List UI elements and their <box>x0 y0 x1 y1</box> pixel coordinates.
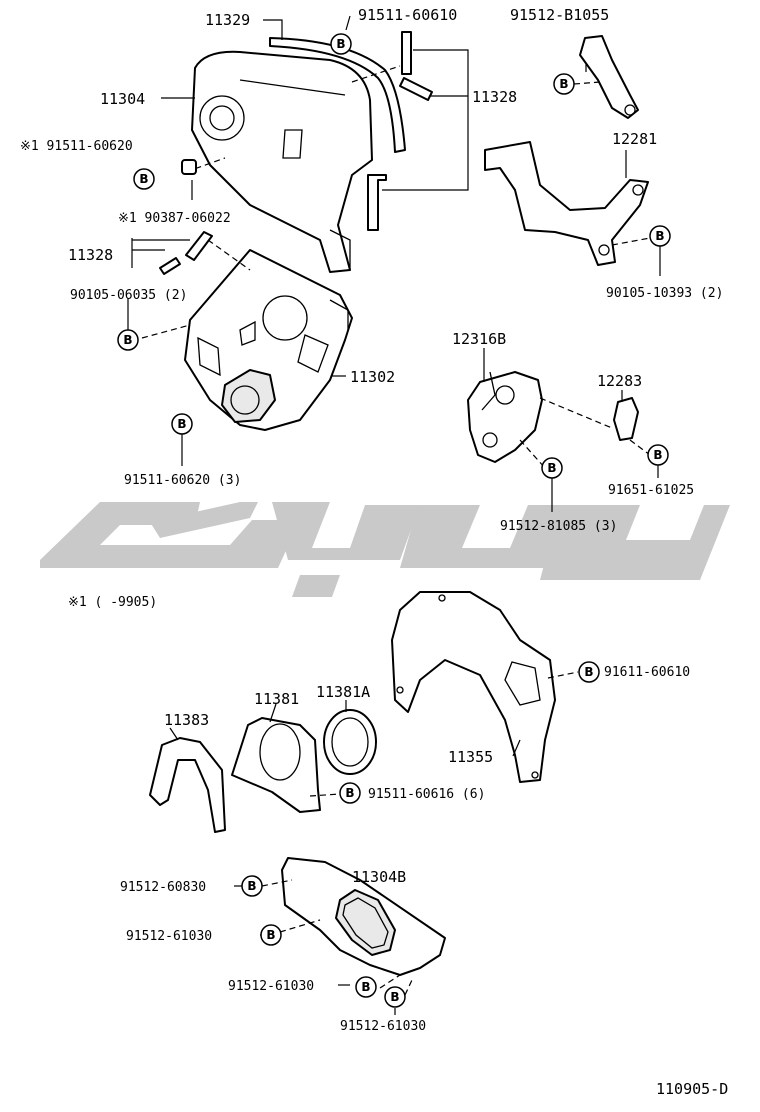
part-bushing <box>181 159 197 175</box>
svg-text:B: B <box>584 665 593 679</box>
label-11328-left: 11328 <box>68 246 113 264</box>
label-11381: 11381 <box>254 690 299 708</box>
svg-text:B: B <box>361 980 370 994</box>
label-91512-60830: 91512-60830 <box>120 880 206 895</box>
bolt-symbol-12: B <box>260 924 282 946</box>
svg-text:B: B <box>653 448 662 462</box>
bolt-symbol-8: B <box>541 457 563 479</box>
svg-text:B: B <box>547 461 556 475</box>
label-12316B: 12316B <box>452 330 506 348</box>
svg-text:B: B <box>390 990 399 1004</box>
bolt-symbol-6: B <box>171 413 193 435</box>
svg-text:B: B <box>655 229 664 243</box>
svg-text:B: B <box>247 879 256 893</box>
part-11329-gasket <box>269 37 406 153</box>
label-11383: 11383 <box>164 711 209 729</box>
part-12283-clip <box>613 397 639 441</box>
bolt-symbol-13: B <box>355 976 377 998</box>
bolt-symbol-3: B <box>133 168 155 190</box>
part-11381A-oil-seal <box>323 709 377 775</box>
bolt-symbol-14: B <box>384 986 406 1008</box>
svg-text:B: B <box>123 333 132 347</box>
watermark-logo <box>40 502 730 597</box>
note-range: ※1 ( -9905) <box>68 595 157 610</box>
label-90105-10393: 90105-10393 (2) <box>606 286 723 301</box>
bolt-symbol-1: B <box>330 33 352 55</box>
part-11304-upper-timing-cover <box>191 50 373 273</box>
label-12283: 12283 <box>597 372 642 390</box>
label-90387-06022-note: ※1 90387-06022 <box>118 211 231 226</box>
label-91511-60620-note: ※1 91511-60620 <box>20 139 133 154</box>
label-91511-60616: 91511-60616 (6) <box>368 787 485 802</box>
bolt-symbol-11: B <box>241 875 263 897</box>
label-11381A: 11381A <box>316 683 370 701</box>
part-11355-rear-plate <box>391 591 556 783</box>
part-11383-gasket <box>149 737 226 833</box>
label-11355: 11355 <box>448 748 493 766</box>
svg-text:B: B <box>139 172 148 186</box>
label-11304: 11304 <box>100 90 145 108</box>
part-12316B-bracket <box>467 371 543 463</box>
label-90105-06035: 90105-06035 (2) <box>70 288 187 303</box>
label-91512-61030-a: 91512-61030 <box>126 929 212 944</box>
part-b1055-bracket <box>579 35 639 119</box>
label-91512-B1055: 91512-B1055 <box>510 6 609 24</box>
bolt-symbol-9: B <box>578 661 600 683</box>
label-91512-61030-b: 91512-61030 <box>228 979 314 994</box>
label-91512-81085: 91512-81085 (3) <box>500 519 617 534</box>
label-11304B: 11304B <box>352 868 406 886</box>
bolt-symbol-2: B <box>553 73 575 95</box>
label-91611-60610: 91611-60610 <box>604 665 690 680</box>
part-11328-left-pins <box>159 231 213 275</box>
label-11328-top: 11328 <box>472 88 517 106</box>
part-11328-top-pins <box>367 31 433 231</box>
svg-text:B: B <box>345 786 354 800</box>
svg-text:B: B <box>266 928 275 942</box>
label-11302: 11302 <box>350 368 395 386</box>
label-91512-61030-c: 91512-61030 <box>340 1019 426 1034</box>
label-11329: 11329 <box>205 11 250 29</box>
bolt-symbol-4: B <box>649 225 671 247</box>
svg-text:B: B <box>336 37 345 51</box>
label-91651-61025: 91651-61025 <box>608 483 694 498</box>
diagram-id: 110905-D <box>656 1080 728 1098</box>
bolt-symbol-7: B <box>647 444 669 466</box>
bolt-symbol-5: B <box>117 329 139 351</box>
label-91511-60620-3: 91511-60620 (3) <box>124 473 241 488</box>
svg-text:B: B <box>559 77 568 91</box>
part-11381-retainer <box>231 717 321 813</box>
label-91511-60610: 91511-60610 <box>358 6 457 24</box>
label-12281: 12281 <box>612 130 657 148</box>
svg-text:B: B <box>177 417 186 431</box>
bolt-symbol-10: B <box>339 782 361 804</box>
part-12281-bracket <box>484 141 649 266</box>
part-11302-lower-timing-cover <box>184 249 353 431</box>
